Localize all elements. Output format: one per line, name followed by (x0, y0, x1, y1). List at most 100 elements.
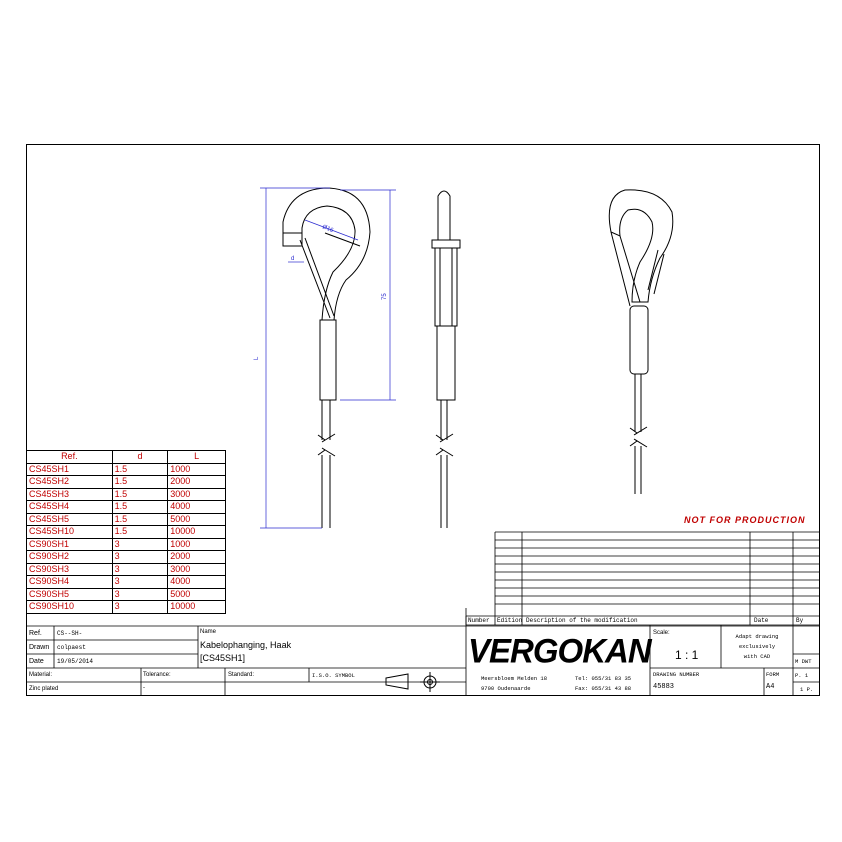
dim-length-label: L (254, 356, 260, 360)
name-line2: [CS45SH1] (200, 653, 246, 663)
cell-ref: CS45SH4 (26, 500, 113, 514)
cell-d: 3 (111, 600, 169, 614)
drawing-number-label: DRAWING NUMBER (653, 671, 700, 678)
drawing-number: 45883 (653, 683, 675, 691)
cell-l: 3000 (167, 487, 226, 501)
note-line1: Adapt drawing (735, 633, 779, 640)
address-line1: Meersbloem Melden 18 (481, 675, 548, 682)
fax: Fax: 055/31 43 88 (575, 685, 632, 692)
cell-l: 2000 (167, 475, 226, 489)
header-d: d (111, 450, 169, 464)
dim-small-label: d (291, 256, 294, 262)
address-line2: 9700 Oudenaarde (481, 685, 531, 692)
cell-d: 1.5 (111, 512, 169, 526)
drawn-label: Drawn (29, 644, 50, 651)
note-line2: exclusively (738, 643, 776, 650)
cell-l: 2000 (167, 550, 226, 564)
drawn-value: colpaest (57, 644, 86, 651)
cell-d: 3 (111, 575, 169, 589)
hook-iso-view (608, 189, 674, 494)
cell-ref: CS90SH2 (26, 550, 113, 564)
rev-date-label: Date (754, 617, 769, 624)
cell-ref: CS90SH5 (26, 587, 113, 601)
cell-d: 3 (111, 587, 169, 601)
iso-projection-symbol (385, 672, 440, 692)
cell-d: 1.5 (111, 487, 169, 501)
form-value: A4 (766, 683, 775, 691)
cell-ref: CS90SH3 (26, 562, 113, 576)
rev-description-label: Description of the modification (526, 617, 638, 624)
note-line3: with CAD (743, 653, 771, 660)
cell-d: 1.5 (111, 462, 169, 476)
revision-grid (26, 531, 820, 696)
cell-l: 3000 (167, 562, 226, 576)
material-label: Material: (29, 672, 53, 678)
scale-label: Scale: (653, 630, 670, 636)
date-value: 19/05/2014 (57, 658, 94, 665)
material-value: Zinc plated (29, 686, 59, 692)
drawing-frame (26, 144, 820, 696)
ref-label: Ref. (29, 630, 42, 637)
table-header-row: Ref. d L (26, 450, 226, 464)
header-l: L (167, 450, 226, 464)
cell-l: 4000 (167, 575, 226, 589)
iso-symbol-label: I.S.O. SYMBOL (312, 672, 355, 679)
form-label: FORM (766, 671, 780, 678)
cell-l: 1000 (167, 462, 226, 476)
hook-front-view (282, 187, 371, 528)
cell-l: 10000 (167, 525, 226, 539)
rev-edition-label: Edition (497, 617, 523, 624)
cell-ref: CS45SH1 (26, 462, 113, 476)
hook-side-view (431, 190, 461, 528)
dim-hook-height-label: 75 (382, 293, 388, 300)
cell-d: 1.5 (111, 525, 169, 539)
rev-by-label: By (796, 617, 804, 624)
dim-diameter-label: Ø16 (321, 224, 334, 234)
cell-ref: CS90SH10 (26, 600, 113, 614)
cell-d: 1.5 (111, 500, 169, 514)
cell-ref: CS45SH2 (26, 475, 113, 489)
cell-l: 4000 (167, 500, 226, 514)
name-label: Name (200, 629, 217, 635)
cell-d: 3 (111, 550, 169, 564)
date-label: Date (29, 658, 44, 665)
name-line1: Kabelophanging, Haak (200, 640, 292, 650)
scale-value: 1 : 1 (675, 648, 699, 662)
page-count: 1 P. (800, 686, 814, 693)
cell-d: 1.5 (111, 475, 169, 489)
standard-label: Standard: (228, 672, 255, 678)
page-label: P. 1 (795, 672, 809, 679)
cell-ref: CS45SH10 (26, 525, 113, 539)
mdwt-label: M DWT (795, 658, 812, 665)
cell-ref: CS45SH3 (26, 487, 113, 501)
cell-d: 3 (111, 537, 169, 551)
cell-ref: CS90SH4 (26, 575, 113, 589)
cell-d: 3 (111, 562, 169, 576)
tolerance-label: Tolerance: (143, 672, 171, 678)
company-logo: VERGOKAN (468, 631, 652, 670)
cell-ref: CS45SH5 (26, 512, 113, 526)
header-ref: Ref. (26, 450, 113, 464)
cell-l: 1000 (167, 537, 226, 551)
phone: Tel: 055/31 83 35 (575, 675, 632, 682)
cell-l: 10000 (167, 600, 226, 614)
not-for-production-stamp: NOT FOR PRODUCTION (684, 515, 806, 525)
cell-l: 5000 (167, 587, 226, 601)
tolerance-value: - (143, 685, 145, 691)
rev-number-label: Number (468, 617, 490, 624)
ref-value: CS--SH- (57, 630, 83, 637)
